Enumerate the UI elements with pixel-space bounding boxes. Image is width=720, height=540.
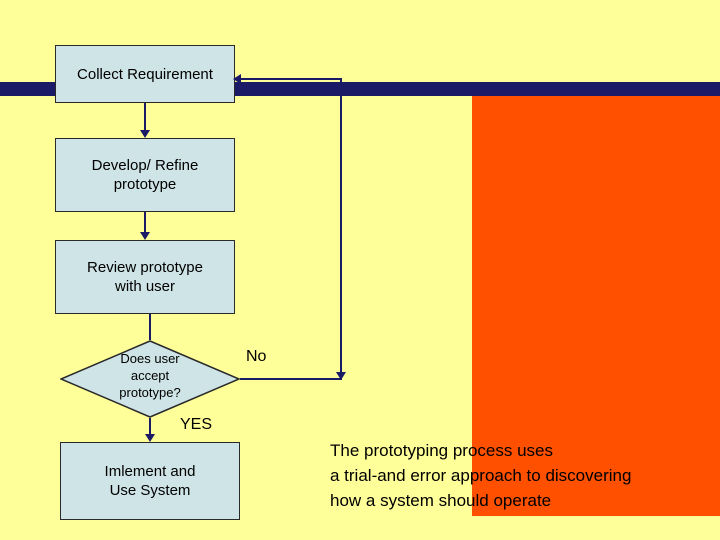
flow-node-implement-use-system[interactable]: Imlement and Use System [60,442,240,520]
caption-line-3: how a system should operate [330,491,552,510]
connector-review-to-decision [149,314,151,340]
flow-node-collect-requirement[interactable]: Collect Requirement [55,45,235,103]
flow-node-decision-line-2: accept [130,368,170,383]
caption-line-1: The prototyping process uses [330,441,554,460]
caption-text: The prototyping process uses a trial-and… [330,438,710,513]
flow-node-decision-line-1: Does user [120,351,180,366]
arrowhead-develop-to-review [140,232,150,240]
connector-develop-to-review [144,212,146,232]
flow-node-develop-line-2: prototype [113,176,177,193]
flow-node-collect-requirement-line-1: Collect Requirement [77,65,213,83]
flow-node-decision-label: Does user accept prototype? [60,350,240,401]
decision-diamond-icon [60,340,240,418]
flow-node-decision-line-3: prototype? [119,385,181,400]
connector-collect-to-develop [144,103,146,130]
connector-yes-vertical [149,418,151,435]
flow-node-decision-accept-prototype[interactable]: Does user accept prototype? [60,340,240,418]
edge-label-no: No [246,348,267,365]
flow-node-review-line-1: Review prototype [87,259,203,276]
flow-node-develop-refine-prototype[interactable]: Develop/ Refine prototype [55,138,235,212]
flow-node-review-prototype[interactable]: Review prototype with user [55,240,235,314]
flow-node-implement-line-2: Use System [109,482,191,499]
connector-no-return-horizontal [240,78,342,80]
arrowhead-no-into-collect [233,74,241,84]
flow-node-review-line-2: with user [114,278,176,295]
flow-node-develop-line-1: Develop/ Refine [91,157,199,174]
connector-no-horizontal [240,378,342,380]
flow-node-implement-line-1: Imlement and [104,463,196,480]
connector-no-vertical [340,78,342,380]
orange-decorative-panel [472,96,720,516]
arrowhead-collect-to-develop [140,130,150,138]
arrowhead-yes-into-implement [145,434,155,442]
edge-label-yes: YES [180,416,213,433]
caption-line-2: a trial-and error approach to discoverin… [330,466,632,485]
arrowhead-no-branch [336,372,346,380]
